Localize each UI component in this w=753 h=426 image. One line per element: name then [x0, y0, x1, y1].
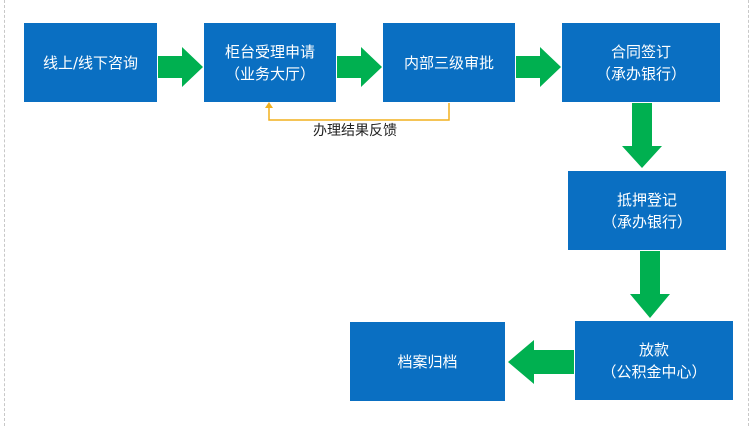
step-mortgage-sublabel: （承办银行） [601, 212, 692, 231]
step-loan-label: 放款 [638, 340, 669, 359]
step-loan: 放款 （公积金中心） [575, 321, 733, 400]
feedback-arrowhead [265, 102, 273, 108]
step-archive-label: 档案归档 [397, 352, 458, 371]
arrow-mortgage-to-loan [630, 251, 670, 318]
step-apply-label: 柜台受理申请 [224, 42, 315, 61]
feedback-line [268, 103, 450, 121]
frame-left-border [4, 0, 5, 426]
step-review: 内部三级审批 [383, 23, 515, 102]
step-contract-sublabel: （承办银行） [595, 64, 686, 83]
step-mortgage-label: 抵押登记 [616, 190, 677, 209]
arrow-review-to-contract [516, 47, 561, 87]
step-apply: 柜台受理申请 （业务大厅） [204, 23, 336, 102]
arrow-apply-to-review [337, 47, 382, 87]
step-contract: 合同签订 （承办银行） [562, 23, 720, 102]
arrow-contract-to-mortgage [622, 103, 662, 168]
arrow-consult-to-apply [158, 47, 203, 87]
step-consult: 线上/线下咨询 [24, 23, 157, 102]
frame-right-border [748, 0, 749, 426]
feedback-label: 办理结果反馈 [313, 123, 397, 139]
step-mortgage: 抵押登记 （承办银行） [568, 171, 726, 250]
step-archive: 档案归档 [350, 322, 505, 401]
step-loan-sublabel: （公积金中心） [601, 362, 707, 381]
arrow-loan-to-archive [508, 340, 574, 384]
step-apply-sublabel: （业务大厅） [224, 64, 315, 83]
step-contract-label: 合同签订 [610, 42, 671, 61]
step-review-label: 内部三级审批 [403, 53, 494, 72]
step-consult-label: 线上/线下咨询 [42, 53, 139, 72]
